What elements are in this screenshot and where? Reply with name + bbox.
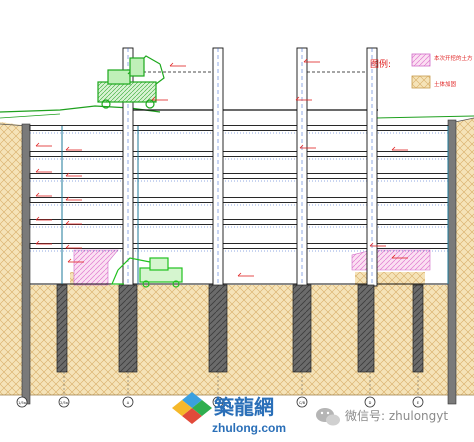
axis-label-7: E: [417, 401, 419, 405]
elevation-arrow-1: [169, 62, 174, 67]
elevation-arrow-19: [67, 258, 72, 263]
elevation-arrow-20: [391, 254, 396, 259]
ground-surface: [0, 105, 474, 127]
legend: 图例: 本次开挖的土方 土体加固: [370, 53, 473, 89]
axis-circle-4: [212, 396, 224, 408]
axis-label-4: B/B: [215, 401, 222, 405]
zhulong-logo-icon: [172, 392, 212, 424]
axis-label-5: C/B: [299, 401, 306, 405]
elevation-arrow-8: [65, 172, 70, 177]
strut-level-3: [29, 173, 449, 179]
excavator-top: [97, 55, 165, 109]
legend-swatch-backfill: [411, 75, 431, 89]
bored-piles: [56, 284, 424, 373]
elevation-arrow-12: [65, 220, 70, 225]
elevation-arrow-10: [65, 196, 70, 201]
elevation-arrow-16: [369, 242, 374, 247]
legend-title: 图例:: [370, 58, 391, 70]
axis-label-2: 2/5a: [60, 401, 68, 405]
axis-markers: 1/5a 2/5a A B/B C/B D E: [16, 372, 424, 408]
legend-swatch-excavation: [411, 53, 431, 67]
elevation-arrow-14: [65, 244, 70, 249]
strut-level-5: [29, 219, 449, 225]
axis-circle-1: [16, 396, 28, 408]
wechat-icon: [316, 408, 340, 426]
axis-circle-6: [364, 396, 376, 408]
soil-body: [0, 118, 474, 396]
watermark-wechat: 微信号: zhulongyt: [345, 409, 448, 423]
elevation-arrow-15: [237, 272, 242, 277]
axis-circle-3: [122, 396, 134, 408]
elevation-arrow-18: [391, 146, 396, 151]
elevation-arrow-17: [299, 144, 304, 149]
elevation-arrow-11: [35, 216, 40, 221]
excavator-pit: [111, 257, 183, 288]
pile-1: [56, 284, 68, 373]
axis-label-6: D: [369, 401, 372, 405]
strut-level-2: [29, 151, 449, 157]
axis-circle-7: [412, 396, 424, 408]
axis-label-1: 1/5a: [18, 401, 26, 405]
elevation-arrow-9: [35, 192, 40, 197]
pile-2: [118, 284, 138, 373]
elevation-arrow-13: [35, 240, 40, 245]
elevation-arrow-2: [303, 58, 308, 63]
strut-level-4: [29, 197, 449, 203]
watermark-site: zhulong.com: [212, 421, 286, 435]
axis-circle-5: [296, 396, 308, 408]
watermark: 築龍網 zhulong.com 微信号: zhulongyt: [172, 392, 448, 435]
pile-5: [357, 284, 375, 373]
elevation-arrow-4: [295, 96, 300, 101]
strut-level-1: [29, 125, 449, 131]
watermark-brand-cn: 築龍網: [213, 395, 274, 419]
elevation-arrow-6: [65, 146, 70, 151]
pile-4: [292, 284, 312, 373]
pile-3: [208, 284, 228, 373]
elevation-labels: [35, 58, 408, 277]
axis-circle-2: [58, 396, 70, 408]
legend-label-backfill: 土体加固: [434, 80, 457, 88]
elevation-arrow-7: [35, 168, 40, 173]
elevation-arrow-3: [151, 96, 156, 101]
legend-label-excavation: 本次开挖的土方: [434, 54, 473, 62]
axis-label-3: A: [127, 401, 130, 405]
pile-6: [412, 284, 424, 373]
elevation-arrow-5: [35, 142, 40, 147]
